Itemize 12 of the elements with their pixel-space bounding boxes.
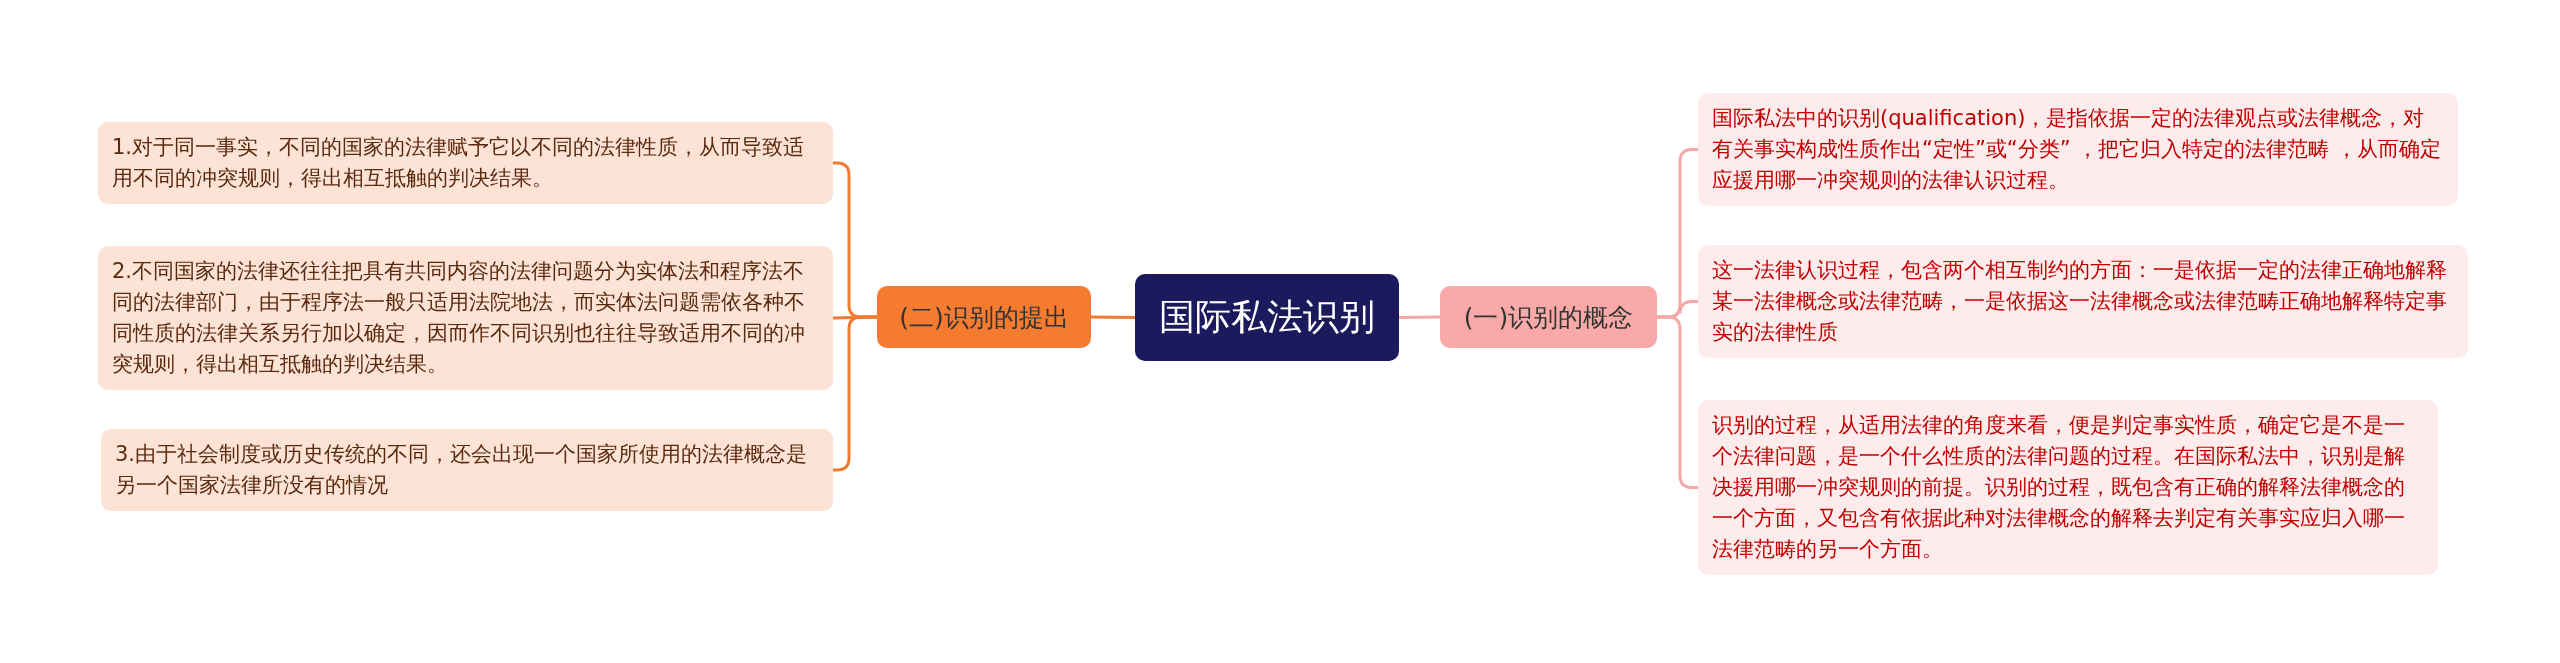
- note-card: 1.对于同一事实，不同的国家的法律赋予它以不同的法律性质，从而导致适用不同的冲突规则，得出相互抵触的判决结果。: [98, 122, 833, 204]
- note-card: 这一法律认识过程，包含两个相互制约的方面：一是依据一定的法律正确地解释某一法律概念或法律范畴，一是依据这一法律概念或法律范畴正确地解释特定事实的法律性质: [1698, 245, 2468, 358]
- branch-topic: (二)识别的提出: [877, 286, 1091, 348]
- central-topic: 国际私法识别: [1135, 274, 1399, 361]
- branch-topic: (一)识别的概念: [1440, 286, 1657, 348]
- connector-line: [1091, 315, 1135, 319]
- note-card: 3.由于社会制度或历史传统的不同，还会出现一个国家所使用的法律概念是另一个国家法律所没有的情况: [101, 429, 833, 511]
- connector-line: [1398, 315, 1441, 319]
- note-card: 识别的过程，从适用法律的角度来看，便是判定事实性质，确定它是不是一个法律问题，是一个什么性质的法律问题的过程。在国际私法中，识别是解决援用哪一冲突规则的前提。识别的过程，既包含有正确的解释法律概念的一个方面，又包含有依据此种对法律概念的解释去判定有关事实应归入哪一法律范畴的另一个方面。: [1698, 400, 2438, 575]
- note-card: 国际私法中的识别(qualification)，是指依据一定的法律观点或法律概念，对有关事实构成性质作出“定性”或“分类” ，把它归入特定的法律范畴 ，从而确定应援用哪一冲突规则的法律认识过程。: [1698, 93, 2458, 206]
- note-card: 2.不同国家的法律还往往把具有共同内容的法律问题分为实体法和程序法不同的法律部门，由于程序法一般只适用法院地法，而实体法问题需依各种不同性质的法律关系另行加以确定，因而作不同识别也往往导致适用不同的冲突规则，得出相互抵触的判决结果。: [98, 246, 833, 390]
- connector-line: [1657, 315, 1698, 489]
